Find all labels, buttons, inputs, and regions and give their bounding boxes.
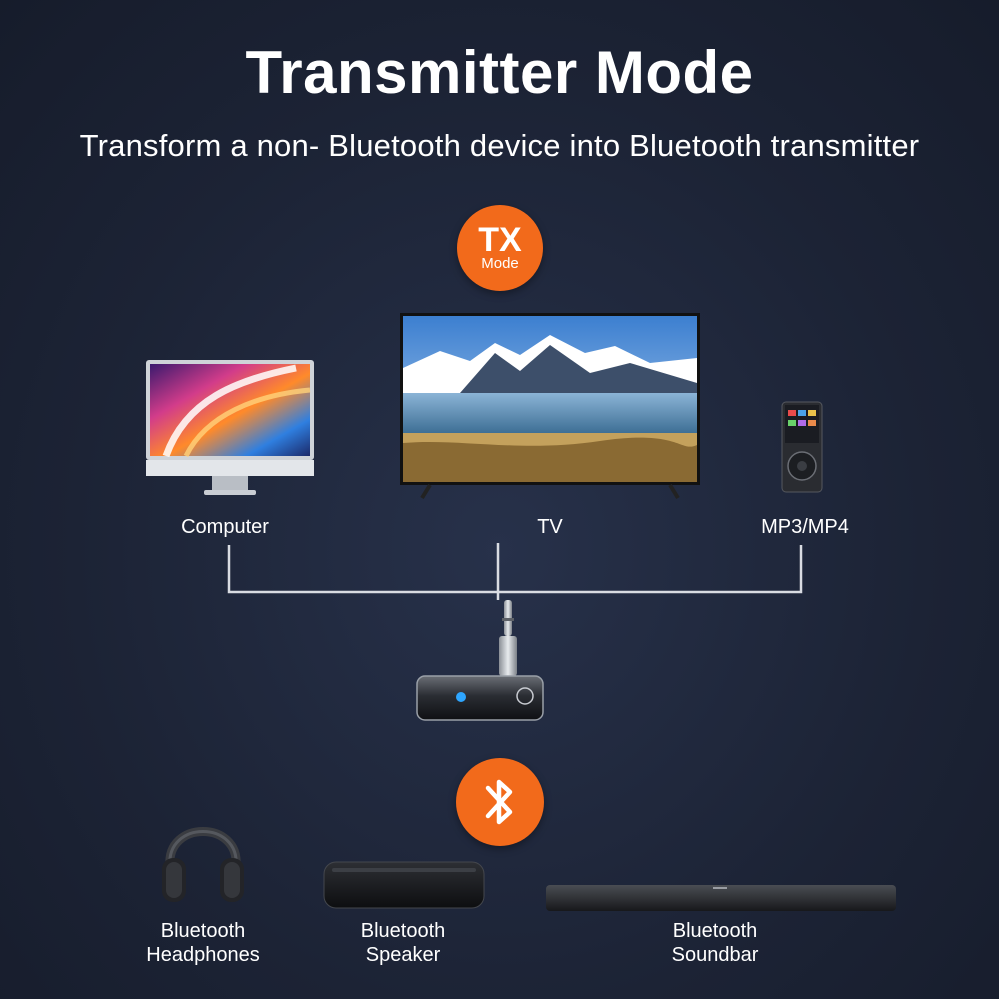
- soundbar-label: Bluetooth Soundbar: [630, 919, 800, 967]
- transmitter-device-icon: [416, 600, 544, 721]
- page-title: Transmitter Mode: [245, 39, 754, 106]
- mp3-label: MP3/MP4: [761, 516, 849, 538]
- tv-icon: [400, 313, 700, 500]
- speaker-label: Bluetooth Speaker: [318, 919, 488, 967]
- speaker-label-line1: Bluetooth: [360, 920, 446, 942]
- bluetooth-icon: [485, 779, 513, 825]
- bluetooth-badge: [456, 758, 544, 846]
- soundbar-label-line2: Soundbar: [671, 944, 759, 966]
- speaker-icon: [323, 861, 485, 909]
- headphones-label-line1: Bluetooth: [160, 920, 246, 942]
- tx-badge-label: TX: [478, 221, 522, 259]
- computer-label: Computer: [181, 516, 269, 538]
- headphones-label: Bluetooth Headphones: [118, 919, 288, 967]
- computer-icon: [146, 360, 314, 495]
- soundbar-icon: [546, 885, 896, 911]
- headphones-label-line2: Headphones: [146, 944, 260, 966]
- headphones-icon: [162, 827, 244, 902]
- tv-label: TV: [537, 516, 563, 538]
- mp3-player-icon: [781, 401, 823, 493]
- tx-badge-sublabel: Mode: [481, 255, 519, 272]
- speaker-label-line2: Speaker: [365, 944, 441, 966]
- page-subtitle: Transform a non- Bluetooth device into B…: [79, 128, 920, 163]
- soundbar-label-line1: Bluetooth: [672, 920, 758, 942]
- tx-mode-badge: TX Mode: [457, 205, 543, 291]
